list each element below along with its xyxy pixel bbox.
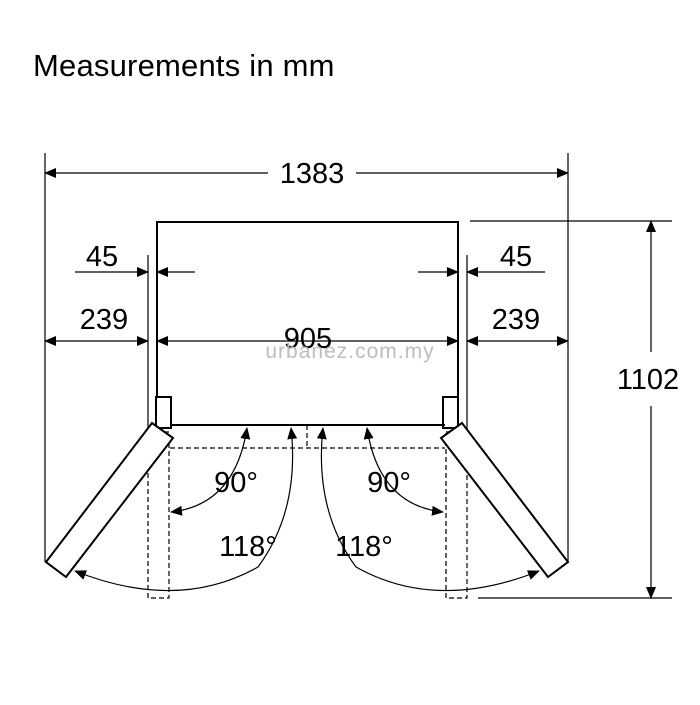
door-clearance-outline: [147, 425, 468, 599]
right-door-open: [439, 421, 570, 579]
right-118-label: 118°: [335, 531, 393, 563]
left-hinge: [155, 396, 172, 429]
total-width-label: 1383: [280, 158, 345, 190]
right-118-arc: [316, 427, 540, 592]
total-depth-label: 1102: [617, 364, 679, 396]
watermark: urbanez.com.my: [265, 340, 434, 363]
dimension-lines: [44, 168, 656, 599]
right-hinge: [442, 396, 459, 429]
right-clearance-label: 239: [492, 304, 540, 336]
left-gap-label: 45: [86, 241, 118, 273]
page-title: Measurements in mm: [33, 48, 335, 83]
left-door-open: [44, 421, 175, 579]
extension-lines: [44, 153, 672, 599]
left-clearance-label: 239: [80, 304, 128, 336]
left-90-label: 90°: [214, 467, 258, 499]
left-118-arc: [74, 427, 298, 592]
left-118-label: 118°: [219, 531, 277, 563]
right-90-label: 90°: [367, 467, 411, 499]
right-gap-label: 45: [500, 241, 532, 273]
body-width-label: 905: [284, 323, 332, 355]
angle-arcs: [74, 427, 540, 592]
